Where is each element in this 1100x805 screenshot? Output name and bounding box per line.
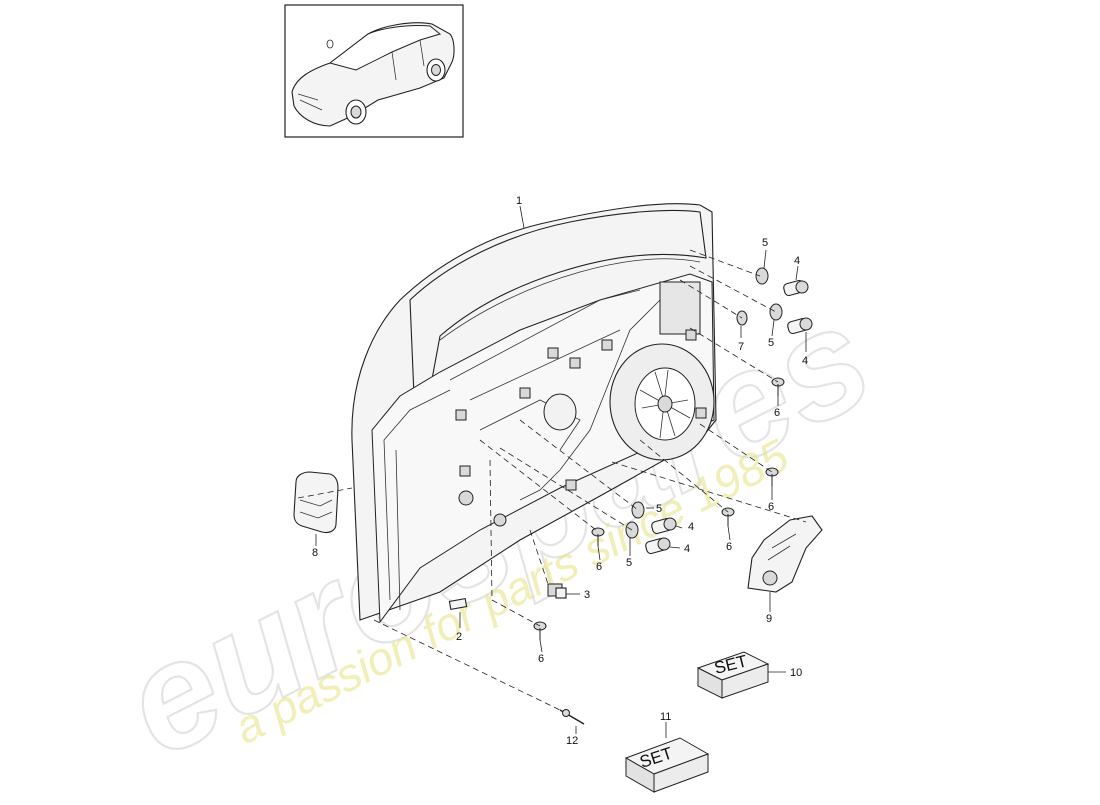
pad-icon [448,598,468,610]
callout-5c: 5 [656,503,662,515]
set-kit-a: SET [696,651,770,699]
push-clip-icon [533,621,547,640]
callout-2: 2 [456,631,462,643]
vehicle-thumbnail [284,4,464,138]
leader-lines [315,205,807,738]
car-icon [291,22,455,127]
screw-icon [559,709,585,725]
callout-6e: 6 [538,653,544,665]
callout-6c: 6 [726,541,732,553]
callout-3: 3 [584,589,590,601]
door-assembly [351,203,717,624]
bolt-icons [645,279,813,555]
bolt-icon [783,279,809,297]
callout-10: 10 [790,667,802,679]
callout-8: 8 [312,547,318,559]
window-frame [409,209,707,397]
clip-icon [547,583,567,599]
set-kit-b: SET [624,737,710,793]
callout-12: 12 [566,735,578,747]
push-clip-icon [591,527,605,546]
trim-piece [293,471,339,534]
callout-5d: 5 [626,557,632,569]
callout-1: 1 [516,195,522,207]
callout-4a: 4 [794,255,800,267]
callout-11: 11 [660,711,671,723]
callout-labels: 1 2 3 4 4 4 4 5 5 5 5 6 6 6 6 6 7 8 9 10… [312,195,808,747]
control-module [659,281,701,335]
washer-icon [769,303,783,321]
washer-icon [755,267,769,285]
speaker-icon [609,343,715,461]
bolt-icon [645,537,671,555]
callout-5a: 5 [762,237,768,249]
callout-6b: 6 [768,501,774,513]
washer-icons [625,267,783,539]
callout-6a: 6 [774,407,780,419]
callout-4d: 4 [684,543,690,555]
panel-clips [455,329,707,527]
push-clip-icon [721,507,735,526]
bolt-icon [651,517,677,535]
callout-6d: 6 [596,561,602,573]
callout-5b: 5 [768,337,774,349]
callout-4c: 4 [688,521,694,533]
washer-icon [631,501,645,519]
callout-9: 9 [766,613,772,625]
projection-lines [297,249,807,711]
bolt-icon [787,317,813,335]
callout-4b: 4 [802,355,808,367]
callout-7: 7 [738,341,744,353]
door-lock-actuator [747,515,823,593]
